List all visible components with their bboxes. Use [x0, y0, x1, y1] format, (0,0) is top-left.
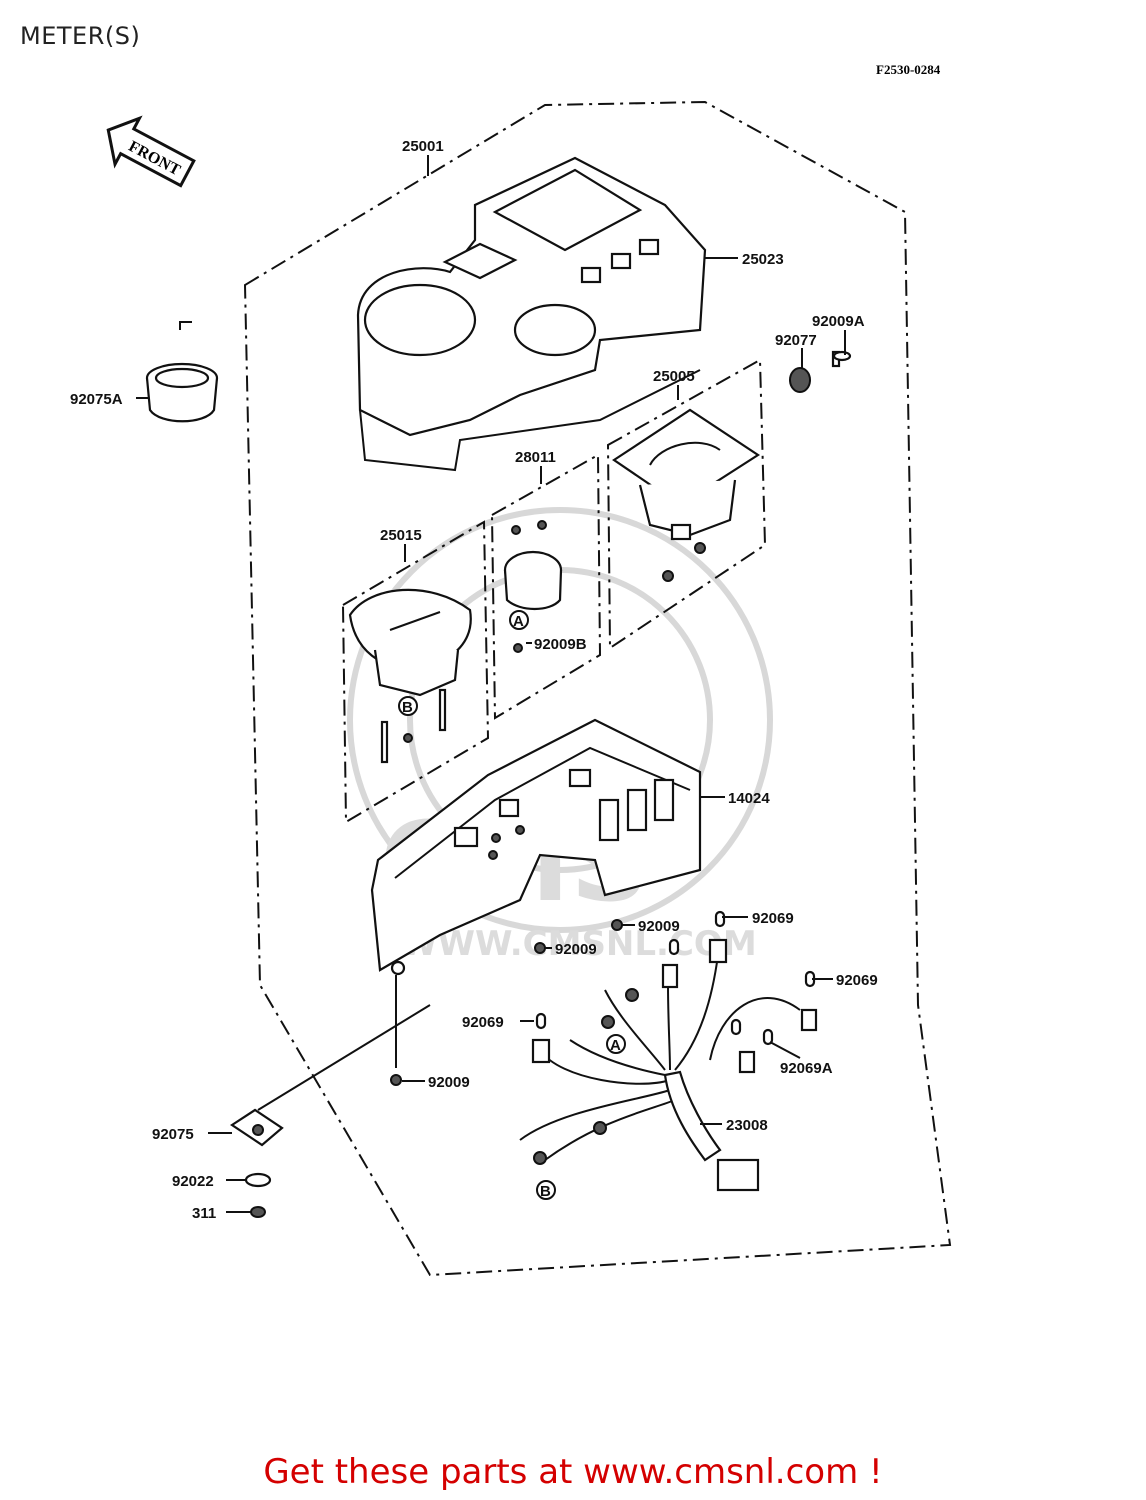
callout-92022: 92022 [172, 1173, 214, 1190]
knob-92077 [789, 350, 852, 393]
panel-25015 [341, 520, 490, 824]
ref-b-marker-2: B [540, 1183, 551, 1200]
gauge-28011: A [503, 520, 563, 653]
parts-diagram: CMS WWW.CMSNL.COM FRONT [70, 100, 952, 1277]
callout-25015: 25015 [380, 527, 422, 544]
panel-28011 [490, 453, 602, 720]
callout-92009-b: 92009 [555, 941, 597, 958]
leader-lines [136, 155, 846, 1213]
front-arrow-icon: FRONT [106, 115, 196, 188]
callout-92069-b: 92069 [836, 972, 878, 989]
callout-14024: 14024 [728, 790, 770, 807]
panel-25005 [606, 358, 767, 650]
callout-25005: 25005 [653, 368, 695, 385]
callout-92009-a: 92009 [638, 918, 680, 935]
watermark-url: WWW.CMSNL.COM [400, 924, 757, 964]
callout-labels: 25001 25023 92009A 92077 92075A 25005 28… [70, 138, 878, 1222]
callout-92075: 92075 [152, 1126, 194, 1143]
callout-23008: 23008 [726, 1117, 768, 1134]
callout-25001: 25001 [402, 138, 444, 155]
callout-92077: 92077 [775, 332, 817, 349]
callout-92075A: 92075A [70, 391, 123, 408]
callout-92009-c: 92009 [428, 1074, 470, 1091]
ref-b-marker-1: B [402, 699, 413, 716]
ref-a-marker-2: A [610, 1037, 621, 1054]
callout-25023: 25023 [742, 251, 784, 268]
mount-parts [230, 1004, 431, 1218]
callout-92009A: 92009A [812, 313, 865, 330]
meter-case-14024 [370, 718, 702, 976]
meter-cover [356, 156, 707, 472]
callout-92069-c: 92069 [462, 1014, 504, 1031]
callout-92009B: 92009B [534, 636, 587, 653]
wiring-harness-23008: A B [519, 910, 818, 1200]
ref-a-marker-1: A [513, 613, 524, 630]
assembly-outline [243, 100, 952, 1277]
grommet-92075A [145, 321, 219, 423]
callout-28011: 28011 [515, 449, 556, 466]
diagram-code: F2530-0284 [876, 62, 941, 77]
screws-92009 [390, 919, 623, 1086]
callout-311: 311 [192, 1205, 216, 1222]
callout-92069-a: 92069 [752, 910, 794, 927]
page-title: METER(S) [20, 22, 141, 50]
tachometer-25005 [612, 408, 761, 582]
speedometer-25015: B [348, 588, 472, 764]
callout-92069A: 92069A [780, 1060, 833, 1077]
promo-footer[interactable]: Get these parts at www.cmsnl.com ! [263, 1452, 883, 1492]
